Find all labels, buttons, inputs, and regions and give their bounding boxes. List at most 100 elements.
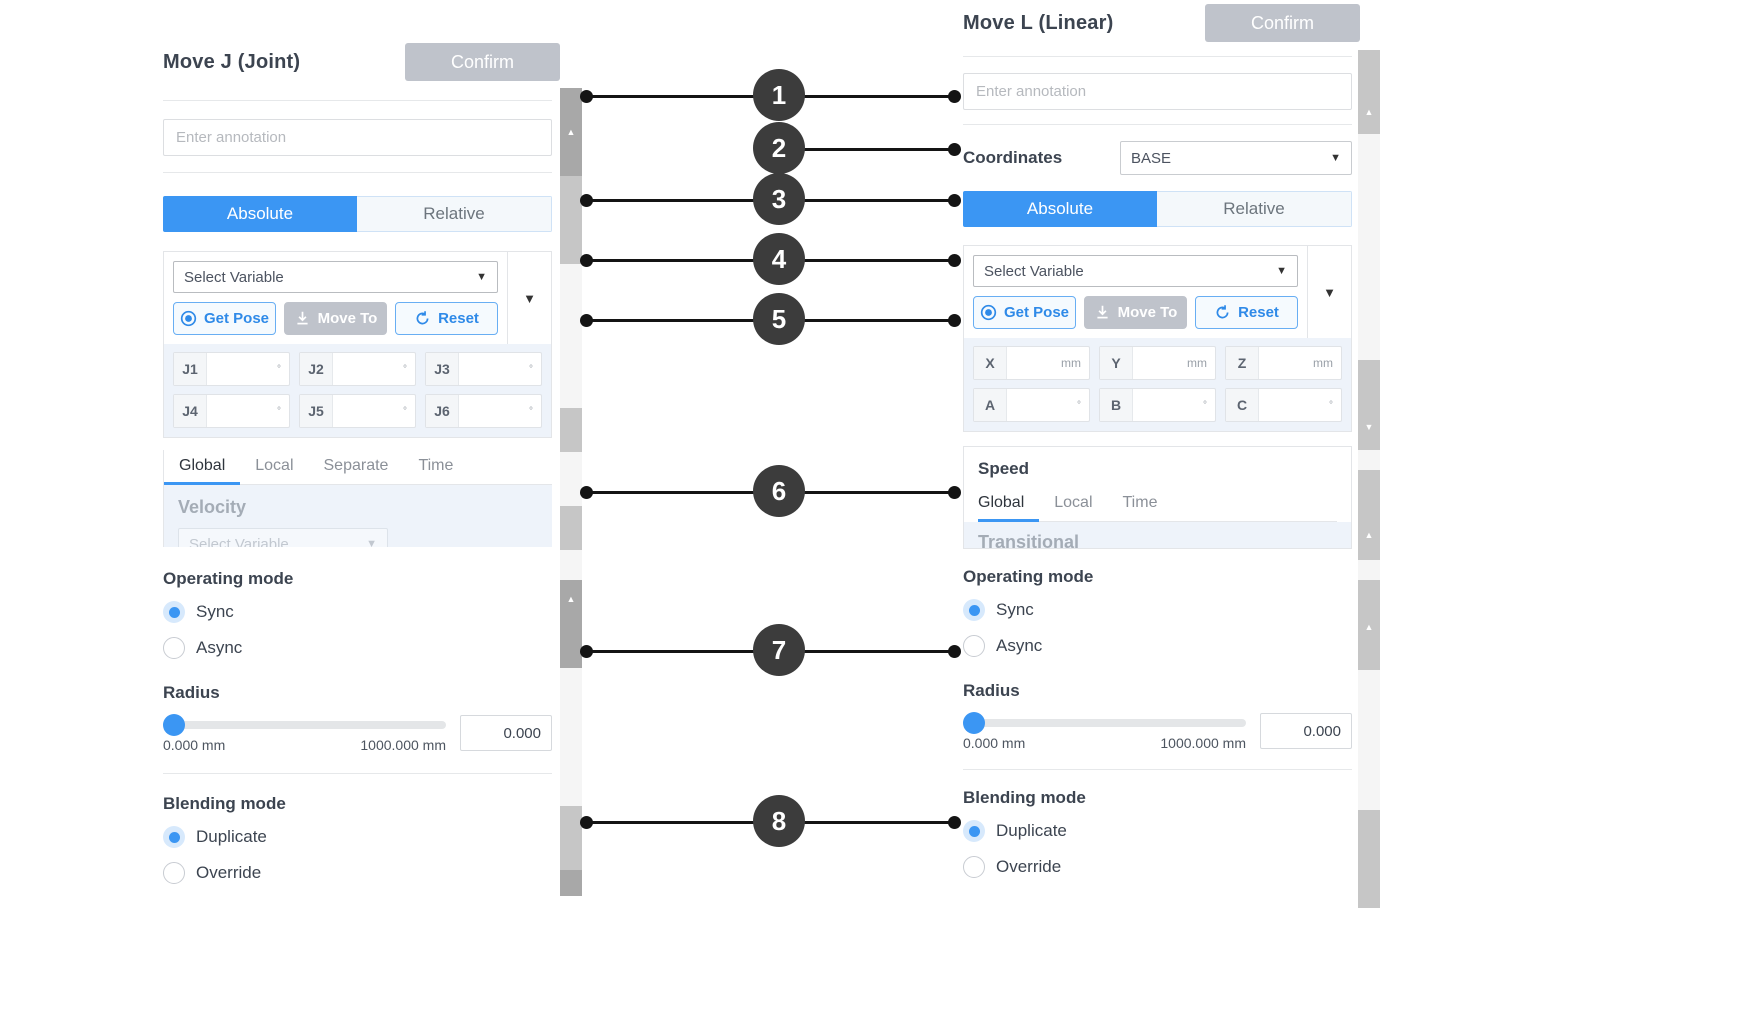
tab-time[interactable]: Time <box>418 457 454 474</box>
scrollbar-thumb-2[interactable]: ▲ <box>1358 90 1380 134</box>
right-panel-scrollbar[interactable]: ▲ ▼ ▲ ▲ <box>1358 50 1380 908</box>
callout-dot-right-4 <box>948 254 961 267</box>
joint-value[interactable] <box>333 395 403 427</box>
scrollbar-thumb-3[interactable]: ▼ <box>1358 360 1380 450</box>
pose-value[interactable] <box>1259 389 1329 421</box>
radius-value-input[interactable]: 0.000 <box>1260 713 1352 749</box>
chevron-up-icon[interactable]: ▲ <box>1364 107 1374 117</box>
radio-button-icon[interactable] <box>963 599 985 621</box>
pose-value[interactable] <box>1133 347 1187 379</box>
get-pose-button[interactable]: Get Pose <box>973 296 1076 329</box>
chevron-down-icon[interactable]: ▼ <box>1364 422 1374 432</box>
joint-value[interactable] <box>459 353 529 385</box>
radio-button-icon[interactable] <box>963 635 985 657</box>
radio-button-icon[interactable] <box>163 826 185 848</box>
radio-sync[interactable]: Sync <box>963 599 1352 621</box>
pose-value[interactable] <box>1259 347 1313 379</box>
tab-local[interactable]: Local <box>255 457 294 474</box>
tab-relative[interactable]: Relative <box>1157 191 1352 227</box>
scrollbar-thumb-6[interactable] <box>1358 810 1380 908</box>
speed-tabs[interactable]: Global Local Separate Time <box>164 450 552 485</box>
tab-separate[interactable]: Separate <box>323 457 389 474</box>
coordinates-select[interactable]: BASE ▼ <box>1120 141 1352 175</box>
tab-time[interactable]: Time <box>1122 494 1158 511</box>
expand-pose-chevron[interactable]: ▼ <box>507 252 551 344</box>
tab-global[interactable]: Global <box>164 450 241 485</box>
radius-value-input[interactable]: 0.000 <box>460 715 552 751</box>
scrollbar-thumb-tertiary[interactable] <box>560 408 582 452</box>
joint-value[interactable] <box>207 395 277 427</box>
chevron-up-icon-3[interactable]: ▲ <box>1364 622 1374 632</box>
radio-override[interactable]: Override <box>163 862 552 884</box>
chevron-up-icon-2[interactable]: ▲ <box>1364 530 1374 540</box>
reset-button[interactable]: Reset <box>1195 296 1298 329</box>
callout-number-2: 2 <box>753 122 805 174</box>
radio-button-icon[interactable] <box>963 856 985 878</box>
radio-duplicate[interactable]: Duplicate <box>163 826 552 848</box>
tab-local[interactable]: Local <box>1054 494 1093 511</box>
velocity-variable-select[interactable]: Select Variable ▼ <box>178 528 388 547</box>
confirm-button[interactable]: Confirm <box>1205 4 1360 42</box>
radio-button-icon[interactable] <box>963 820 985 842</box>
radius-slider-track[interactable] <box>963 712 1246 734</box>
tab-relative[interactable]: Relative <box>357 196 552 232</box>
pose-value[interactable] <box>1007 347 1061 379</box>
move-to-button[interactable]: Move To <box>284 302 387 335</box>
joint-field-j5[interactable]: J5 ° <box>299 394 416 428</box>
pose-field-z[interactable]: Z mm <box>1225 346 1342 380</box>
tab-global[interactable]: Global <box>978 487 1040 522</box>
annotation-input[interactable] <box>963 73 1352 110</box>
abs-rel-toggle[interactable]: Absolute Relative <box>963 191 1352 227</box>
move-to-button[interactable]: Move To <box>1084 296 1187 329</box>
pose-field-c[interactable]: C ° <box>1225 388 1342 422</box>
radius-slider-knob[interactable] <box>963 712 985 734</box>
annotation-input[interactable] <box>163 119 552 156</box>
joint-field-j6[interactable]: J6 ° <box>425 394 542 428</box>
scrollbar-thumb-5[interactable]: ▲ <box>1358 580 1380 670</box>
joint-value[interactable] <box>333 353 403 385</box>
radio-duplicate[interactable]: Duplicate <box>963 820 1352 842</box>
radio-async[interactable]: Async <box>963 635 1352 657</box>
radius-slider-knob[interactable] <box>163 714 185 736</box>
joint-field-j2[interactable]: J2 ° <box>299 352 416 386</box>
pose-field-b[interactable]: B ° <box>1099 388 1216 422</box>
pose-field-x[interactable]: X mm <box>973 346 1090 380</box>
radio-override[interactable]: Override <box>963 856 1352 878</box>
operating-mode-heading: Operating mode <box>163 569 294 588</box>
left-panel-scrollbar[interactable]: ▲ ▲ <box>560 88 582 896</box>
get-pose-button[interactable]: Get Pose <box>173 302 276 335</box>
chevron-up-icon-2[interactable]: ▲ <box>566 594 576 604</box>
joint-value[interactable] <box>207 353 277 385</box>
divider <box>963 769 1352 770</box>
pose-value[interactable] <box>1007 389 1077 421</box>
joint-field-j3[interactable]: J3 ° <box>425 352 542 386</box>
confirm-button[interactable]: Confirm <box>405 43 560 81</box>
joint-field-j4[interactable]: J4 ° <box>173 394 290 428</box>
variable-select[interactable]: Select Variable ▼ <box>973 255 1298 287</box>
abs-rel-toggle[interactable]: Absolute Relative <box>163 196 552 232</box>
scrollbar-thumb-secondary[interactable] <box>560 176 582 264</box>
scrollbar-thumb[interactable]: ▲ <box>560 88 582 176</box>
chevron-up-icon[interactable]: ▲ <box>566 127 576 137</box>
reset-button[interactable]: Reset <box>395 302 498 335</box>
radio-async[interactable]: Async <box>163 637 552 659</box>
pose-field-y[interactable]: Y mm <box>1099 346 1216 380</box>
pose-value[interactable] <box>1133 389 1203 421</box>
tab-absolute[interactable]: Absolute <box>163 196 357 232</box>
scrollbar-thumb-4[interactable]: ▲ <box>1358 470 1380 560</box>
speed-tabs[interactable]: Global Local Time <box>978 487 1337 522</box>
scrollbar-thumb-end[interactable] <box>560 870 582 896</box>
expand-pose-chevron[interactable]: ▼ <box>1307 246 1351 338</box>
scrollbar-thumb-quaternary[interactable] <box>560 506 582 550</box>
joint-field-j1[interactable]: J1 ° <box>173 352 290 386</box>
radio-sync[interactable]: Sync <box>163 601 552 623</box>
joint-value[interactable] <box>459 395 529 427</box>
radio-button-icon[interactable] <box>163 862 185 884</box>
radio-button-icon[interactable] <box>163 637 185 659</box>
tab-absolute[interactable]: Absolute <box>963 191 1157 227</box>
variable-select[interactable]: Select Variable ▼ <box>173 261 498 293</box>
pose-field-a[interactable]: A ° <box>973 388 1090 422</box>
radius-slider-track[interactable] <box>163 714 446 736</box>
scrollbar-thumb-lower[interactable]: ▲ <box>560 580 582 668</box>
radio-button-icon[interactable] <box>163 601 185 623</box>
